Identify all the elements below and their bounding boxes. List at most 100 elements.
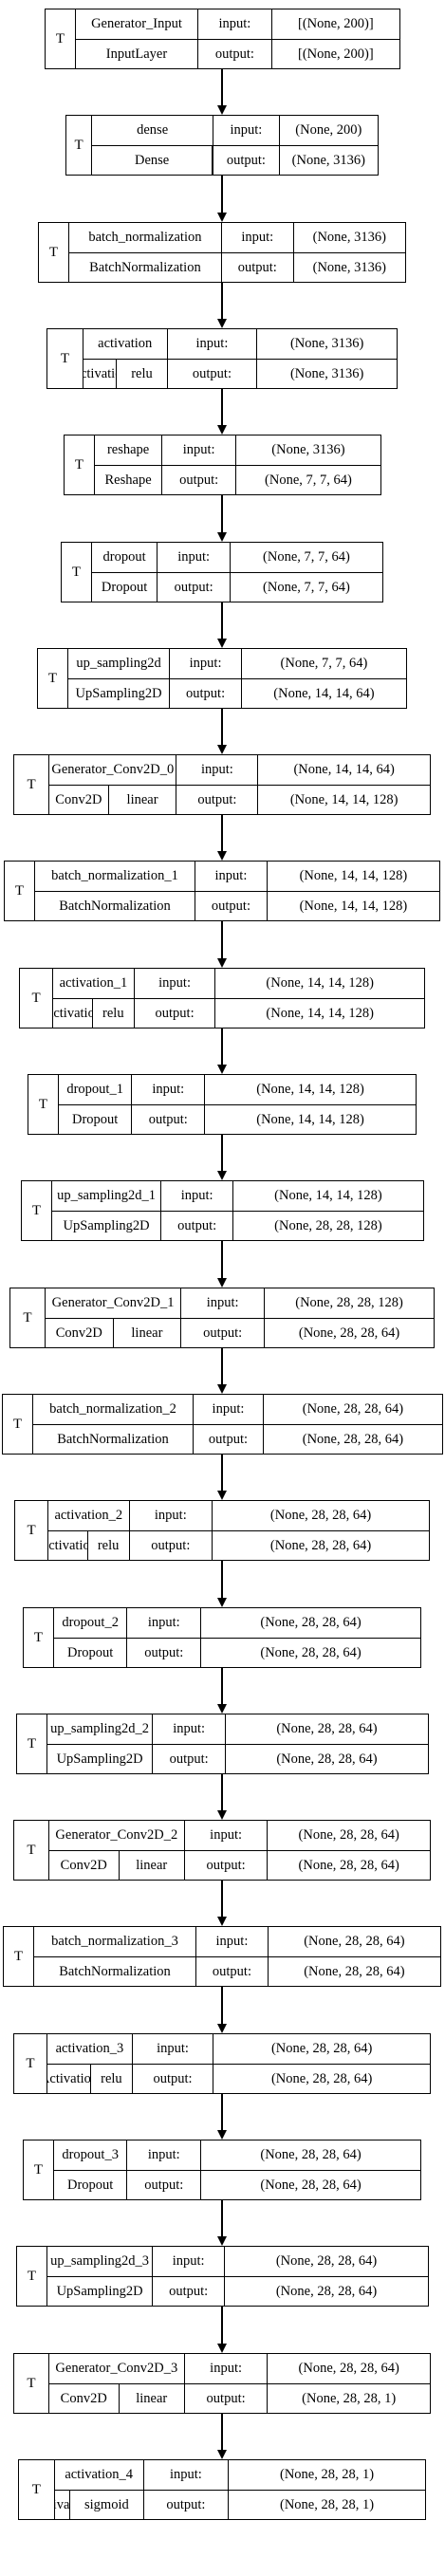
- output-label: output:: [184, 1850, 269, 1880]
- input-shape: (None, 14, 14, 128): [274, 1188, 382, 1204]
- arrowhead-icon: [217, 1278, 227, 1288]
- output-shape: (None, 28, 28, 64): [225, 1744, 428, 1773]
- arrowhead-icon: [217, 1598, 227, 1607]
- arrowhead-icon: [217, 639, 227, 648]
- arrowhead-icon: [217, 851, 227, 861]
- layer-type: Activation: [47, 2064, 92, 2093]
- input-label: input:: [153, 1714, 226, 1744]
- input-label: input:: [185, 2354, 269, 2383]
- input-shape: (None, 28, 28, 64): [304, 1934, 405, 1950]
- layer-activation: relu: [87, 1530, 130, 1560]
- output-shape: (None, 28, 28, 64): [201, 2170, 420, 2199]
- layer-name: up_sampling2d_3: [47, 2247, 154, 2276]
- output-label: output:: [170, 678, 242, 708]
- layer-activation: linear: [119, 1850, 185, 1880]
- arrowhead-icon: [217, 1065, 227, 1074]
- output-label: output:: [176, 785, 259, 814]
- output-label: output:: [127, 1638, 202, 1667]
- trainable-marker: T: [14, 755, 50, 814]
- input-shape: (None, 28, 28, 64): [269, 1508, 372, 1524]
- input-shape: (None, 28, 28, 64): [298, 2361, 399, 2377]
- output-shape: (None, 28, 28, 128): [232, 1211, 423, 1240]
- input-shape: (None, 28, 28, 128): [295, 1295, 403, 1311]
- layer-name: up_sampling2d_2: [47, 1714, 154, 1744]
- layer-name: dropout: [92, 543, 158, 572]
- trainable-marker: T: [22, 1181, 52, 1240]
- trainable-marker: T: [17, 2247, 47, 2306]
- layer-activation: linear: [119, 2383, 185, 2413]
- edge-line: [221, 1348, 223, 1384]
- input-shape: (None, 3136): [289, 336, 364, 352]
- trainable-marker: T: [14, 2354, 49, 2413]
- edge-line: [221, 2414, 223, 2450]
- input-label: input:: [176, 755, 259, 785]
- trainable-marker: T: [4, 1927, 34, 1986]
- input-shape: (None, 7, 7, 64): [263, 549, 350, 565]
- edge-line: [221, 69, 223, 105]
- edge-line: [221, 1455, 223, 1491]
- output-shape: (None, 3136): [293, 252, 405, 282]
- layer-name: batch_normalization_2: [33, 1395, 195, 1424]
- output-shape: (None, 28, 28, 64): [263, 1424, 442, 1454]
- output-shape: (None, 14, 14, 128): [267, 891, 439, 920]
- output-shape: (None, 28, 28, 64): [268, 1956, 440, 1986]
- input-label: input:: [153, 2247, 225, 2276]
- edge-line: [221, 1881, 223, 1917]
- layer-name: activation_2: [48, 1501, 130, 1530]
- arrowhead-icon: [217, 532, 227, 542]
- trainable-marker: T: [39, 223, 69, 282]
- layer-name: up_sampling2d_1: [52, 1181, 162, 1211]
- layer-name: Generator_Conv2D_2: [49, 1821, 185, 1850]
- input-shape: (None, 3136): [271, 442, 345, 458]
- input-shape: (None, 3136): [312, 230, 386, 246]
- input-shape: (None, 28, 28, 64): [298, 1827, 399, 1844]
- output-label: output:: [184, 2383, 269, 2413]
- input-label: input:: [198, 9, 272, 39]
- input-label: input:: [195, 862, 268, 891]
- layer-type: BatchNormalization: [68, 252, 222, 282]
- output-label: output:: [158, 572, 231, 602]
- output-shape: (None, 14, 14, 128): [205, 1104, 416, 1134]
- arrowhead-icon: [217, 425, 227, 435]
- input-shape: (None, 28, 28, 1): [279, 2467, 375, 2483]
- arrowhead-icon: [217, 1704, 227, 1714]
- layer-name: activation_1: [53, 969, 135, 998]
- input-label: input:: [132, 1075, 206, 1104]
- input-label: input:: [194, 1395, 264, 1424]
- trainable-marker: T: [14, 2034, 48, 2093]
- output-label: output:: [132, 1104, 206, 1134]
- trainable-marker: T: [46, 9, 76, 68]
- input-label: input:: [168, 329, 258, 359]
- layer-type: Dropout: [53, 2170, 128, 2199]
- layer-type: UpSampling2D: [51, 1211, 162, 1240]
- output-label: output:: [132, 2064, 214, 2093]
- layer-type: Conv2D: [48, 1850, 120, 1880]
- output-label: output:: [195, 891, 268, 920]
- trainable-marker: T: [17, 1714, 47, 1773]
- trainable-marker: T: [5, 862, 35, 920]
- edge-line: [221, 709, 223, 745]
- arrowhead-icon: [217, 1171, 227, 1180]
- input-label: input:: [181, 1288, 266, 1318]
- output-shape: (None, 28, 28, 64): [224, 2276, 428, 2306]
- layer-name: dropout_1: [59, 1075, 133, 1104]
- input-shape: (None, 28, 28, 64): [276, 1721, 378, 1737]
- input-shape: [(None, 200)]: [297, 16, 374, 32]
- edge-line: [221, 176, 223, 213]
- layer-name: Generator_Conv2D_3: [49, 2354, 185, 2383]
- input-label: input:: [135, 969, 216, 998]
- layer-type: UpSampling2D: [67, 678, 171, 708]
- input-label: input:: [144, 2460, 230, 2490]
- edge-line: [221, 921, 223, 958]
